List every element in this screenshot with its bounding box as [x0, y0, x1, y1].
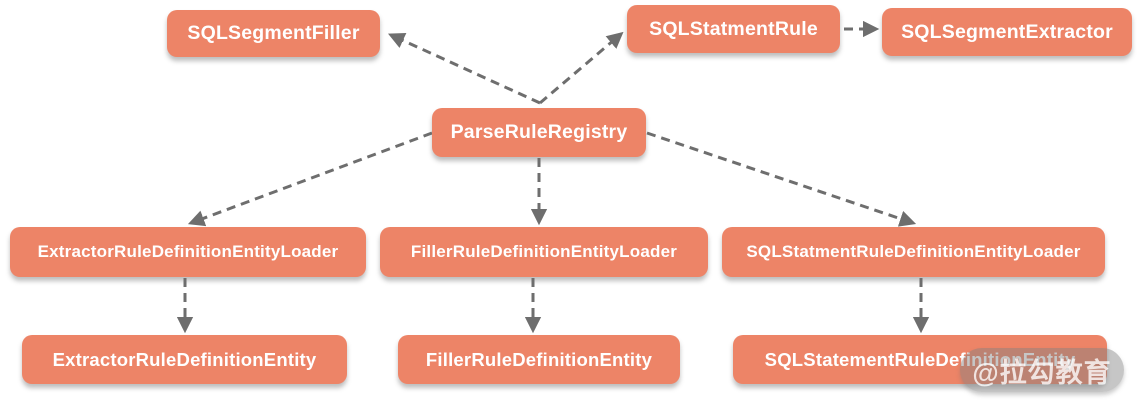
node-sql-statement-rule-definition-entity: SQLStatementRuleDefinitionEntity [733, 335, 1107, 384]
node-extractor-rule-definition-entity: ExtractorRuleDefinitionEntity [22, 335, 347, 384]
node-sql-segment-filler: SQLSegmentFiller [167, 10, 380, 57]
edge-registry-to-statment-rule [539, 31, 624, 105]
node-parse-rule-registry: ParseRuleRegistry [432, 108, 646, 157]
node-sql-statment-rule: SQLStatmentRule [627, 5, 840, 53]
node-extractor-rule-definition-entity-loader: ExtractorRuleDefinitionEntityLoader [10, 227, 366, 277]
edge-registry-to-segment-filler [387, 32, 541, 105]
watermark-text: @拉勾教育 [972, 357, 1112, 388]
node-filler-rule-definition-entity-loader: FillerRuleDefinitionEntityLoader [380, 227, 708, 277]
node-sql-statment-rule-definition-entity-loader: SQLStatmentRuleDefinitionEntityLoader [722, 227, 1105, 277]
node-filler-rule-definition-entity: FillerRuleDefinitionEntity [398, 335, 680, 384]
edge-registry-to-statment-loader [646, 131, 917, 227]
edge-registry-to-extractor-loader [187, 131, 433, 227]
watermark-badge: @拉勾教育 [960, 348, 1124, 392]
node-sql-segment-extractor: SQLSegmentExtractor [882, 8, 1132, 56]
